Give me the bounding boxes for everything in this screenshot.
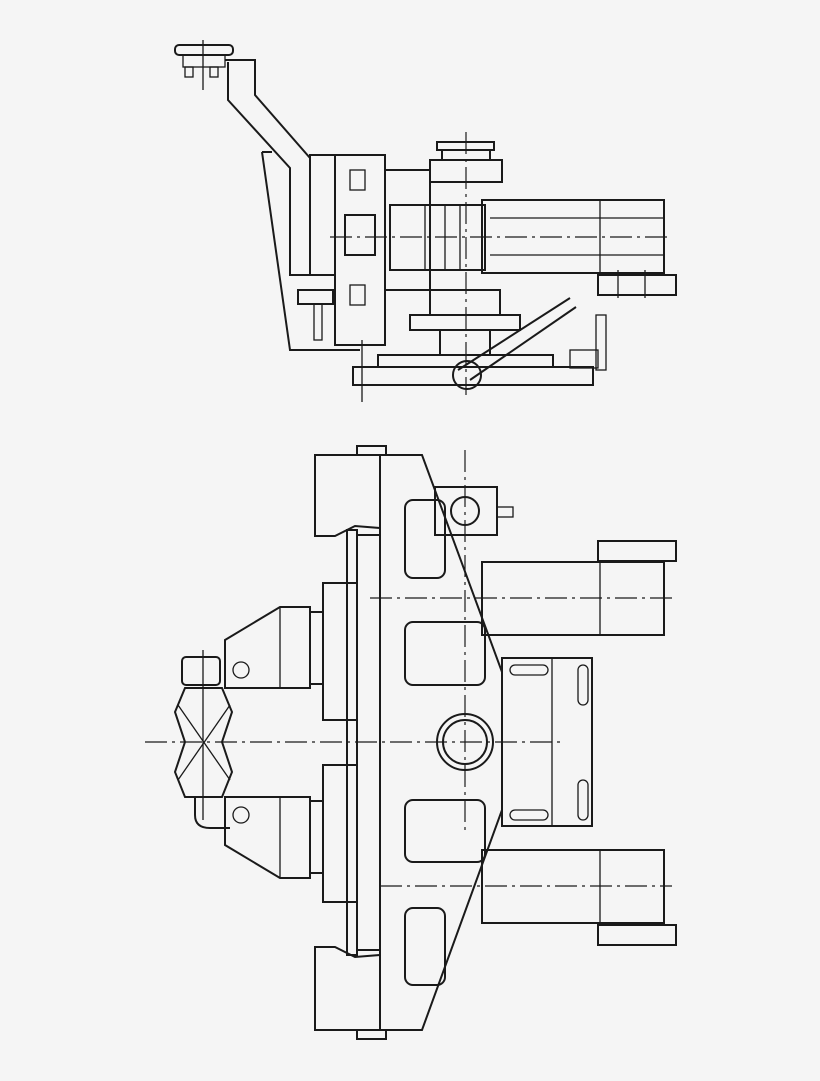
vertical-plate	[309, 154, 336, 276]
side-panel	[501, 657, 593, 827]
top-cap	[356, 445, 387, 456]
bolt	[313, 303, 323, 341]
tapered-plate	[261, 151, 360, 351]
cutout	[404, 621, 486, 686]
slot	[577, 664, 589, 706]
pedestal	[439, 329, 491, 356]
gripper	[173, 650, 250, 829]
arm-outer	[225, 59, 311, 159]
adjust-screw	[496, 506, 514, 518]
jaw-mount	[309, 800, 324, 874]
bracket	[297, 289, 334, 305]
arm-inner	[227, 62, 310, 276]
side-view	[174, 40, 677, 402]
upper-jaw	[224, 606, 311, 689]
slide-block	[322, 582, 358, 721]
top-view	[145, 445, 677, 1040]
gripper-pin	[232, 806, 250, 824]
gripper-head	[181, 656, 221, 686]
mechanism-housing	[334, 154, 386, 346]
clamp-nut	[184, 66, 194, 78]
mechanism-wheel	[450, 496, 480, 526]
slot	[509, 809, 549, 821]
gripper-cross	[177, 704, 231, 781]
lower-bracket	[314, 946, 381, 1031]
diagonal-rod	[457, 297, 571, 371]
turntable	[409, 314, 521, 331]
gripper-fingers	[173, 687, 234, 798]
clamp-bar	[174, 44, 234, 56]
slot	[577, 779, 589, 821]
cylinder-end	[597, 274, 677, 296]
pivot-wheel	[452, 360, 482, 390]
pivot-bore-inner	[442, 719, 488, 765]
base-bracket	[569, 349, 599, 369]
coupling	[344, 214, 376, 256]
upper-bracket	[314, 454, 381, 537]
hose	[194, 797, 230, 829]
jaw-mount	[309, 611, 324, 685]
lower-jaw	[224, 796, 311, 879]
bottom-cap	[356, 1029, 387, 1040]
clamp-nut	[209, 66, 219, 78]
base-plate	[377, 354, 554, 368]
slide-block	[322, 764, 358, 903]
diagonal-rod	[469, 306, 577, 381]
gear-block	[349, 169, 366, 191]
cutout	[404, 907, 446, 986]
slot	[509, 664, 549, 676]
gearbox	[384, 169, 431, 291]
cylinder-end	[597, 924, 677, 946]
cylinder-end	[597, 540, 677, 562]
cutout	[404, 799, 486, 863]
clamp-body	[182, 54, 226, 68]
base-rail	[352, 366, 594, 386]
gear-block	[349, 284, 366, 306]
cutout	[404, 499, 446, 579]
top-clamp	[174, 40, 234, 90]
end-post	[595, 314, 607, 371]
lower-housing	[429, 289, 501, 316]
gripper-pin	[232, 661, 250, 679]
